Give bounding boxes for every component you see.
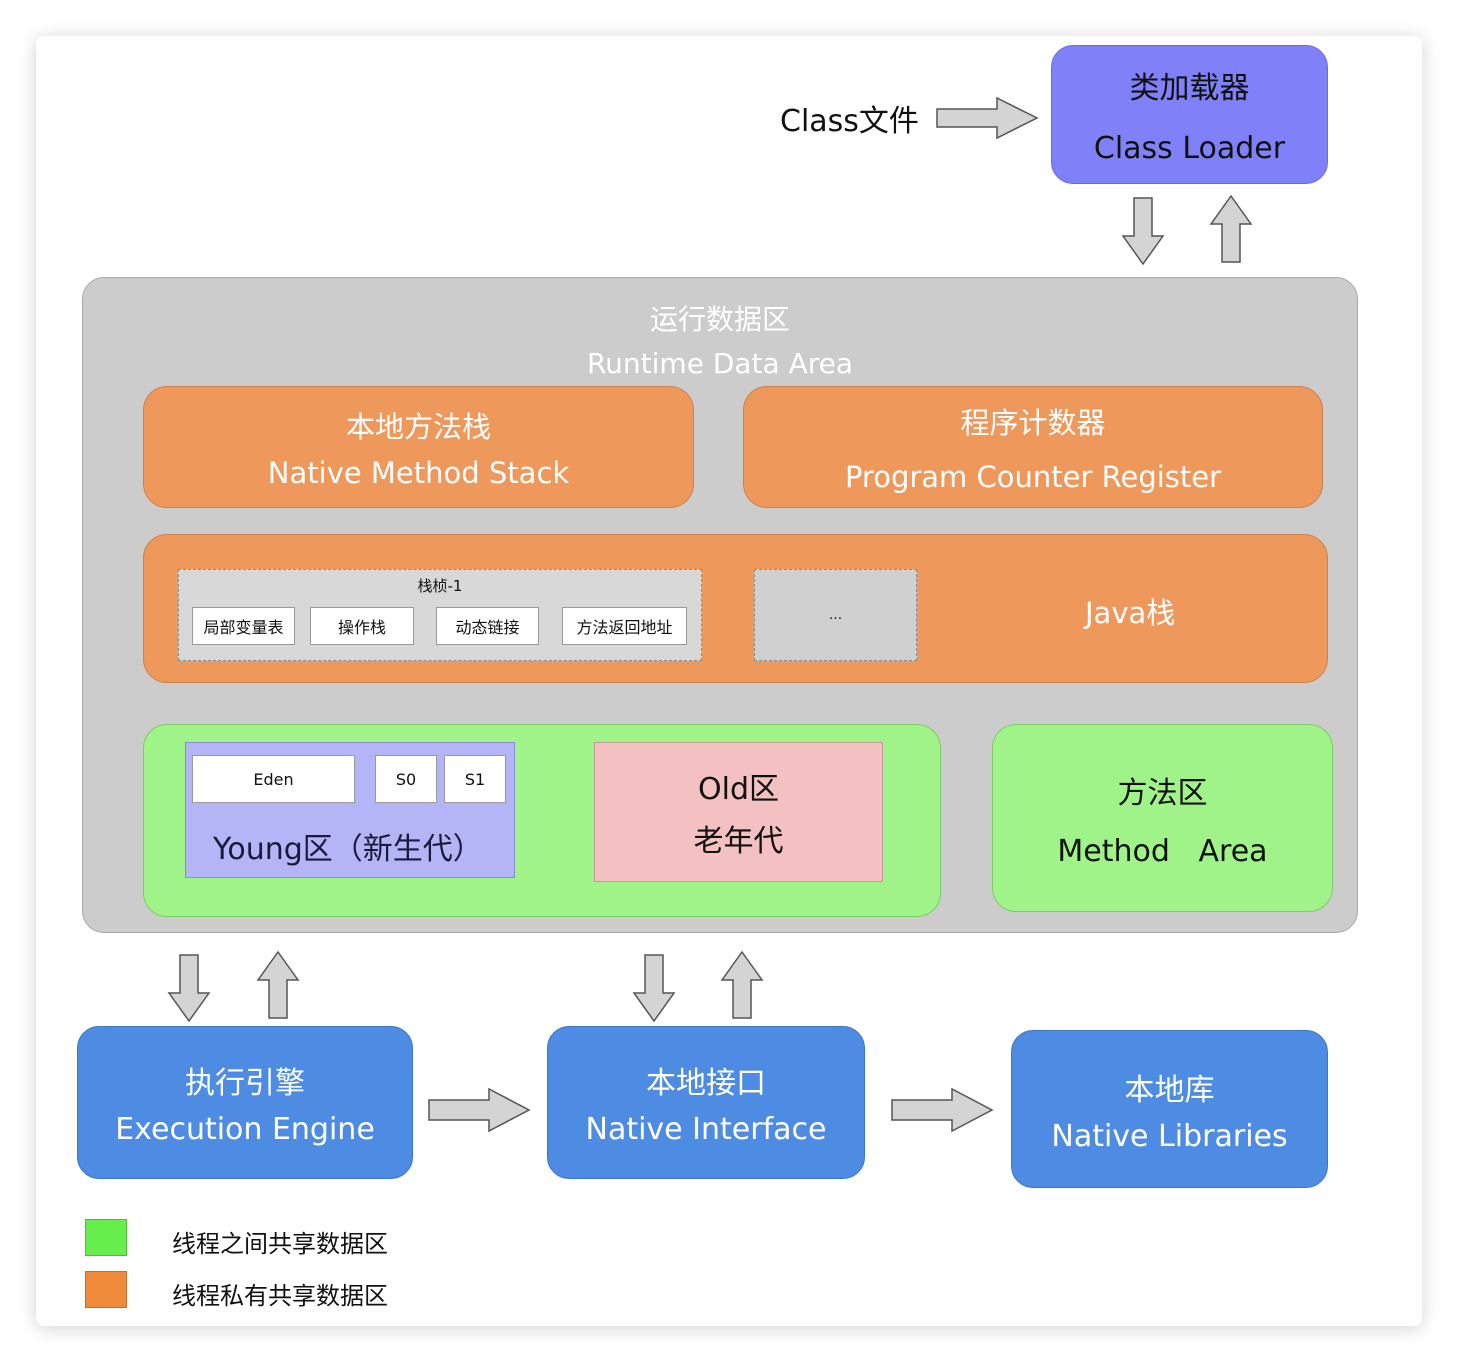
native-method-stack-box: 本地方法栈 Native Method Stack bbox=[143, 386, 694, 508]
stack-frame-more: ... bbox=[754, 569, 917, 661]
arrow-rda-to-exec-down bbox=[167, 953, 211, 1023]
execution-engine-box: 执行引擎 Execution Engine bbox=[77, 1026, 413, 1179]
native-interface-zh: 本地接口 bbox=[646, 1066, 766, 1101]
old-generation-en: Old区 bbox=[698, 772, 779, 807]
execution-engine-en: Execution Engine bbox=[115, 1112, 375, 1147]
arrow-loader-down bbox=[1121, 196, 1165, 266]
arrow-native-to-rda-up bbox=[720, 950, 764, 1020]
runtime-data-area-title: 运行数据区 Runtime Data Area bbox=[83, 298, 1357, 386]
class-loader-box: 类加载器 Class Loader bbox=[1051, 45, 1328, 184]
arrow-native-to-libs bbox=[890, 1087, 996, 1133]
old-generation-box: Old区 老年代 bbox=[594, 742, 883, 882]
method-area-en: Method Area bbox=[1057, 833, 1268, 869]
arrow-exec-to-rda-up bbox=[256, 950, 300, 1020]
legend-label-private: 线程私有共享数据区 bbox=[172, 1282, 388, 1310]
arrow-classfile-to-loader bbox=[935, 96, 1041, 140]
class-loader-zh: 类加载器 bbox=[1129, 71, 1250, 106]
native-method-stack-en: Native Method Stack bbox=[267, 456, 570, 490]
legend-label-shared: 线程之间共享数据区 bbox=[172, 1230, 388, 1258]
method-area-box: 方法区 Method Area bbox=[992, 724, 1333, 912]
s1-slot: S1 bbox=[444, 755, 506, 803]
native-interface-box: 本地接口 Native Interface bbox=[547, 1026, 865, 1179]
frame-slot-return-address: 方法返回地址 bbox=[562, 607, 687, 645]
legend-swatch-shared bbox=[85, 1219, 127, 1256]
legend-swatch-private bbox=[85, 1271, 127, 1308]
native-interface-en: Native Interface bbox=[585, 1112, 827, 1147]
class-loader-en: Class Loader bbox=[1093, 131, 1286, 166]
frame-slot-operand-stack: 操作栈 bbox=[310, 607, 414, 645]
method-area-zh: 方法区 bbox=[1117, 775, 1208, 811]
native-method-stack-zh: 本地方法栈 bbox=[345, 410, 491, 444]
native-libraries-zh: 本地库 bbox=[1124, 1072, 1215, 1108]
young-generation-label: Young区（新生代） bbox=[213, 832, 483, 867]
eden-slot: Eden bbox=[192, 755, 355, 803]
native-libraries-box: 本地库 Native Libraries bbox=[1011, 1030, 1328, 1188]
stack-frame-title: 栈桢-1 bbox=[417, 577, 463, 595]
arrow-loader-up bbox=[1209, 194, 1253, 264]
java-stack-label: Java栈 bbox=[1085, 596, 1176, 630]
program-counter-zh: 程序计数器 bbox=[960, 406, 1106, 440]
old-generation-zh: 老年代 bbox=[693, 824, 784, 859]
s0-slot: S0 bbox=[375, 755, 437, 803]
frame-slot-dynamic-link: 动态链接 bbox=[436, 607, 539, 645]
frame-slot-local-variables: 局部变量表 bbox=[192, 607, 295, 645]
native-libraries-en: Native Libraries bbox=[1051, 1118, 1288, 1154]
runtime-area-en: Runtime Data Area bbox=[586, 347, 854, 380]
program-counter-en: Program Counter Register bbox=[844, 460, 1222, 494]
runtime-area-zh: 运行数据区 bbox=[649, 303, 790, 336]
arrow-exec-to-native bbox=[427, 1087, 533, 1133]
arrow-rda-to-native-down bbox=[632, 953, 676, 1023]
execution-engine-zh: 执行引擎 bbox=[185, 1066, 305, 1101]
program-counter-box: 程序计数器 Program Counter Register bbox=[743, 386, 1323, 508]
class-file-label: Class文件 bbox=[780, 104, 919, 139]
